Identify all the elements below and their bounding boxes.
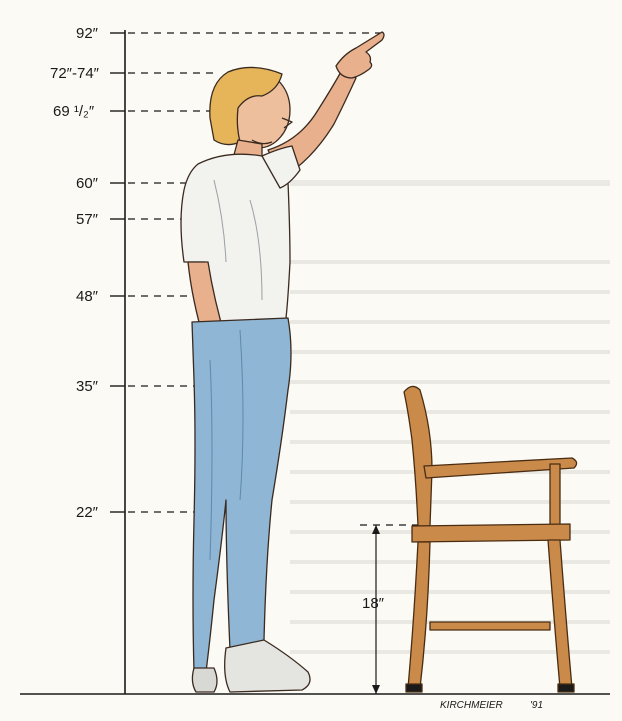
label-60: 60″ (76, 175, 99, 192)
label-72-74: 72″-74″ (50, 65, 100, 82)
label-57: 57″ (76, 211, 99, 228)
label-48: 48″ (76, 288, 99, 305)
label-seat-height: 18″ (362, 595, 385, 612)
label-69-half: 69 ¹/₂″ (53, 103, 95, 120)
label-92: 92″ (76, 25, 99, 42)
height-ticks (110, 33, 125, 512)
arrow-up-icon (372, 525, 380, 534)
arrow-down-icon (372, 685, 380, 694)
artist-signature-year: '91 (530, 700, 543, 711)
label-35: 35″ (76, 378, 99, 395)
artist-signature: KIRCHMEIER (440, 700, 503, 711)
chair-illustration (404, 386, 577, 692)
label-22: 22″ (76, 504, 99, 521)
